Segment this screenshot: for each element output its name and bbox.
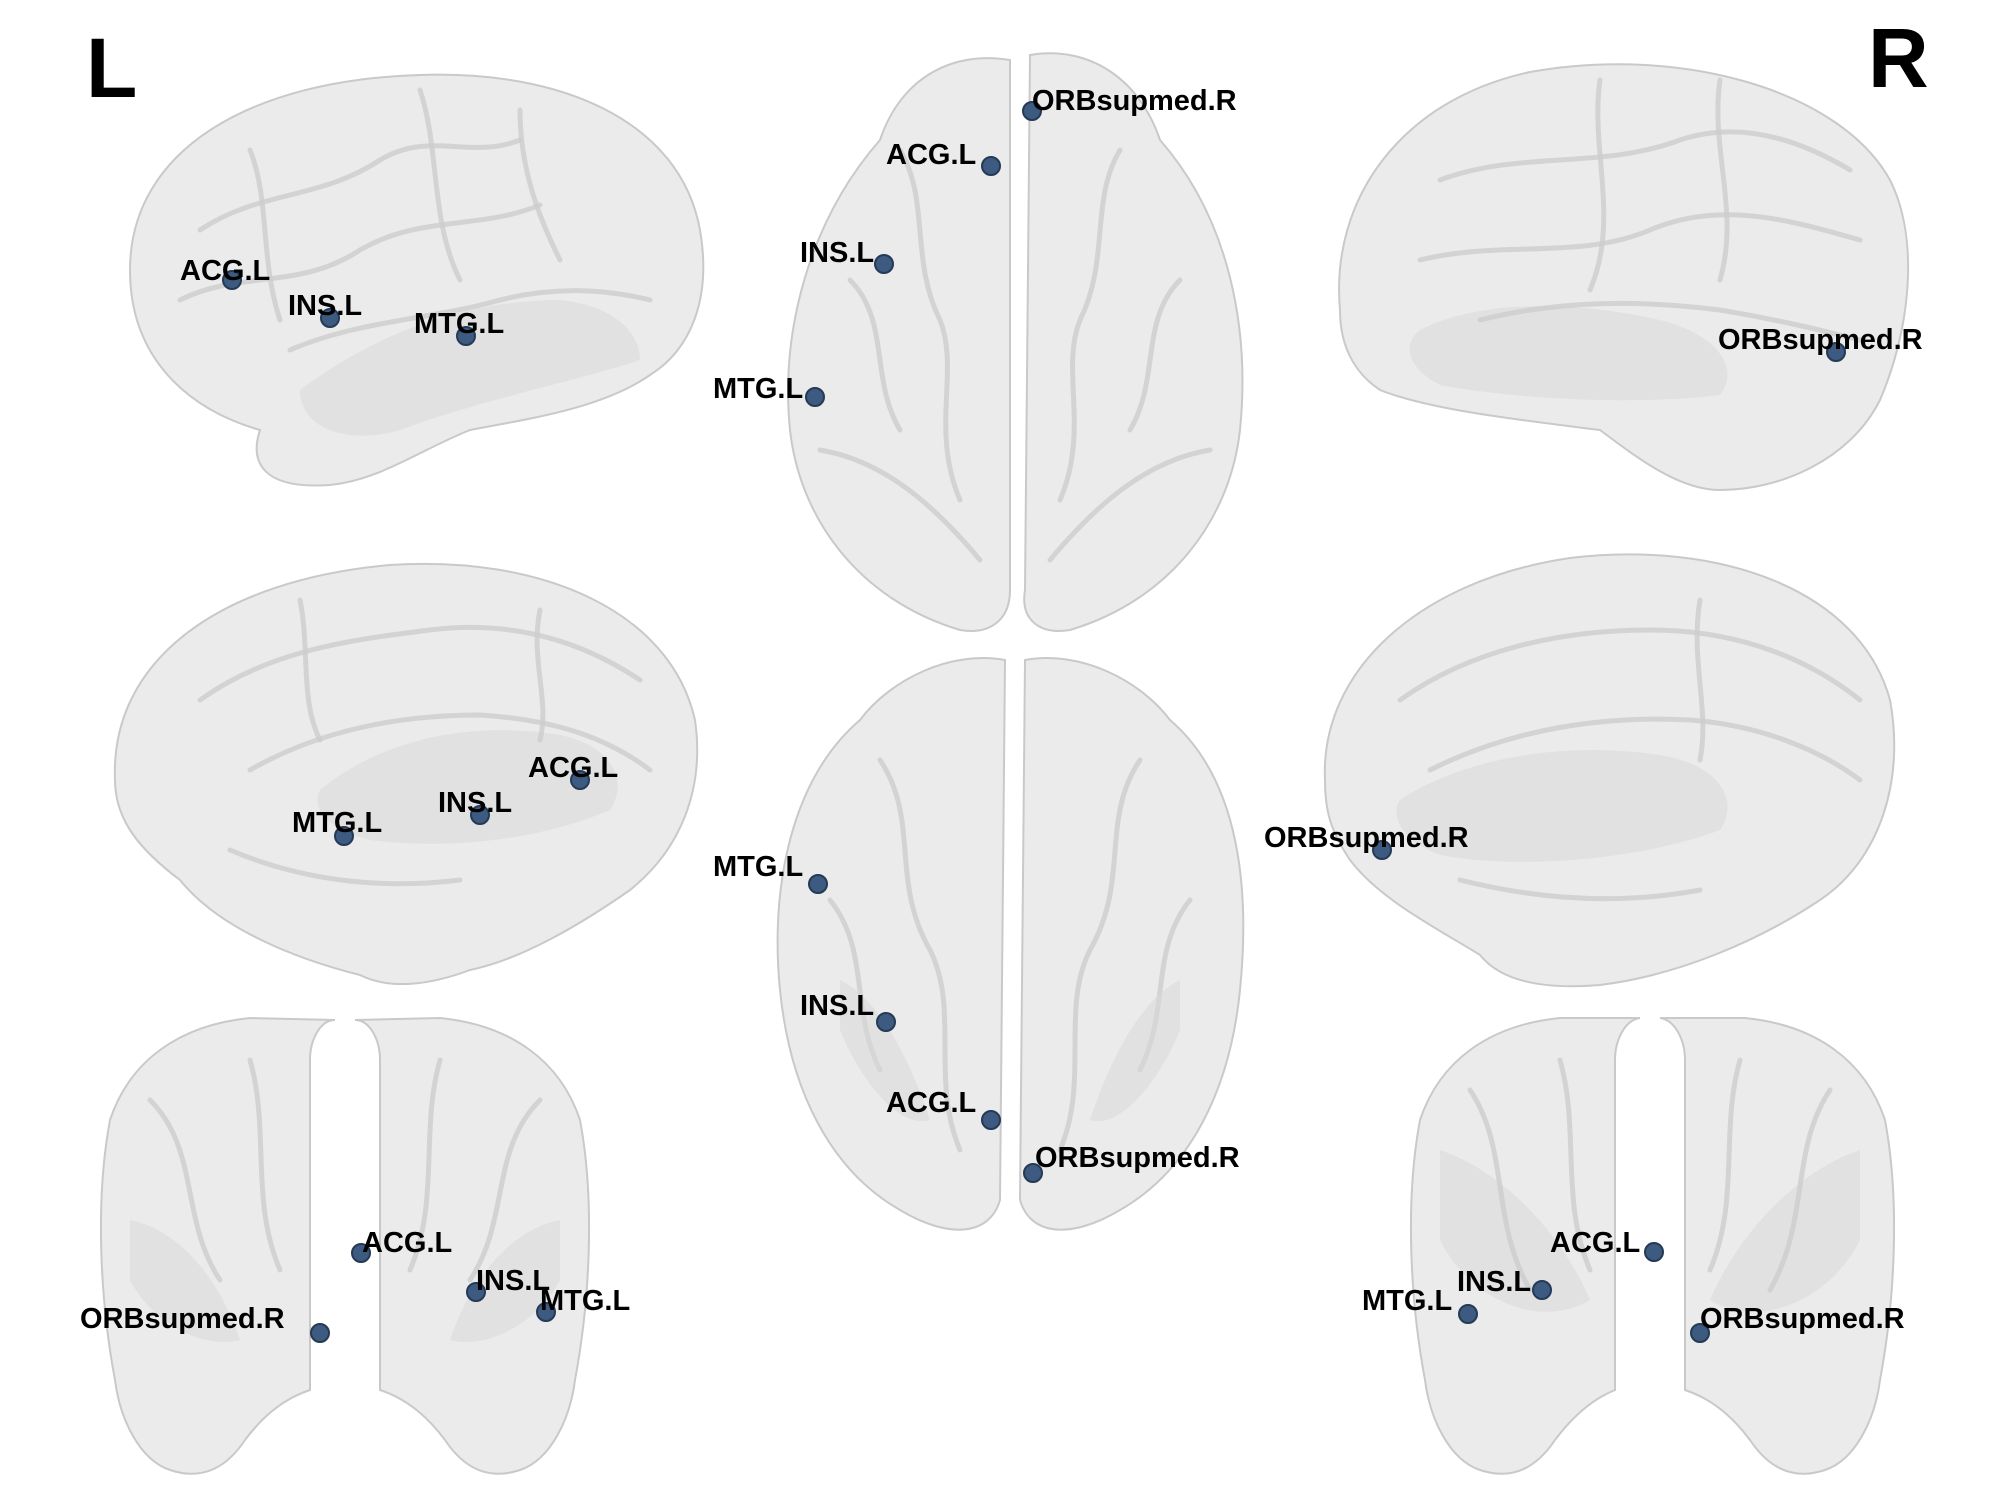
node-front-mtg: MTG.L [536,1285,630,1322]
node-dot [222,270,242,290]
node-label: ACG.L [886,1087,976,1119]
node-dot [808,874,828,894]
right-hemisphere-label: R [1868,11,1929,105]
left-hemisphere-label: L [86,21,138,115]
node-label: INS.L [800,990,874,1022]
node-dot [876,1012,896,1032]
node-dot [351,1243,371,1263]
node-label: MTG.L [713,851,803,883]
node-left-lateral-acg: ACG.L [180,255,270,290]
node-dot [456,326,476,346]
node-label: ORBsupmed.R [80,1303,285,1335]
node-dot [470,805,490,825]
node-dot [1644,1242,1664,1262]
node-top-orb: ORBsupmed.R [1022,85,1237,121]
node-label: MTG.L [414,308,504,340]
node-left-medial-acg: ACG.L [528,752,618,790]
node-left-lateral-mtg: MTG.L [414,308,504,346]
node-label: MTG.L [713,373,803,405]
node-label: ORBsupmed.R [1035,1142,1240,1174]
node-label: ACG.L [528,752,618,784]
node-dot [320,308,340,328]
node-back-acg: ACG.L [1550,1227,1664,1262]
node-dot [466,1282,486,1302]
node-dot [981,1110,1001,1130]
node-label: ORBsupmed.R [1264,822,1469,854]
node-dot [1532,1280,1552,1300]
node-label: ORBsupmed.R [1700,1303,1905,1335]
node-label: ACG.L [1550,1227,1640,1259]
node-label: INS.L [476,1265,550,1297]
node-dot [1023,1163,1043,1183]
node-front-acg: ACG.L [351,1227,452,1263]
node-dot [874,254,894,274]
node-dot [334,826,354,846]
node-dot [1826,342,1846,362]
node-label: MTG.L [540,1285,630,1317]
node-bottom-ins: INS.L [800,990,896,1032]
node-dot [1690,1323,1710,1343]
node-left-lateral-ins: INS.L [288,290,362,328]
brain-view-bottom [776,657,1245,1231]
brain-view-left-lateral [128,73,705,487]
node-right-lateral-orb: ORBsupmed.R [1718,324,1923,362]
node-bottom-acg: ACG.L [886,1087,1001,1130]
node-dot [310,1323,330,1343]
node-label: INS.L [438,787,512,819]
node-label: ACG.L [362,1227,452,1259]
node-layer: ACG.L INS.L MTG.L ORBsupmed.R ACG.L INS.… [80,85,1923,1343]
node-back-ins: INS.L [1457,1266,1552,1300]
node-right-medial-orb: ORBsupmed.R [1264,822,1469,860]
node-top-mtg: MTG.L [713,373,825,407]
node-label: ORBsupmed.R [1718,324,1923,356]
node-dot [1372,840,1392,860]
node-label: MTG.L [292,807,382,839]
node-label: MTG.L [1362,1285,1452,1317]
node-front-orb: ORBsupmed.R [80,1303,330,1343]
brain-view-right-lateral [1338,63,1910,492]
node-dot [1022,101,1042,121]
node-label: INS.L [1457,1266,1531,1298]
node-dot [570,770,590,790]
node-left-medial-ins: INS.L [438,787,512,825]
node-label: ACG.L [886,139,976,171]
node-back-mtg: MTG.L [1362,1285,1478,1324]
brain-view-right-medial [1323,553,1896,988]
node-bottom-orb: ORBsupmed.R [1023,1142,1240,1183]
brain-view-back [1409,1017,1896,1475]
brain-view-left-medial [113,562,699,985]
node-dot [536,1302,556,1322]
node-front-ins: INS.L [466,1265,550,1302]
node-label: ACG.L [180,255,270,287]
node-top-ins: INS.L [800,237,894,274]
node-label: INS.L [800,237,874,269]
brain-view-top [787,52,1244,632]
node-back-orb: ORBsupmed.R [1690,1303,1905,1343]
node-bottom-mtg: MTG.L [713,851,828,894]
node-dot [1458,1304,1478,1324]
brain-view-front [99,1016,591,1475]
node-label: ORBsupmed.R [1032,85,1237,117]
node-dot [981,156,1001,176]
node-left-medial-mtg: MTG.L [292,807,382,846]
node-top-acg: ACG.L [886,139,1001,176]
node-label: INS.L [288,290,362,322]
node-dot [805,387,825,407]
